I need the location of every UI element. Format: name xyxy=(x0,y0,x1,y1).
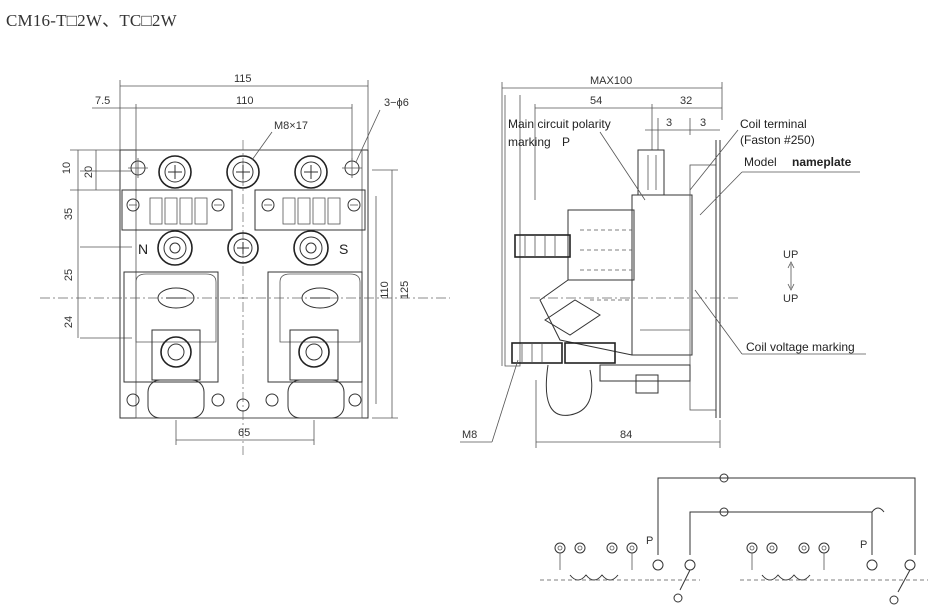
small-screw xyxy=(126,393,140,407)
dim-v1: 10 xyxy=(61,162,73,174)
up-top: UP xyxy=(783,249,798,261)
dim-right-outer: 125 xyxy=(399,281,411,299)
small-screw xyxy=(211,198,225,212)
polarity-n-label: N xyxy=(138,241,148,257)
dim-v2: 20 xyxy=(83,166,95,178)
up-bottom: UP xyxy=(783,293,798,305)
small-screw xyxy=(348,393,362,407)
dim-32: 32 xyxy=(680,95,692,107)
coil-housing xyxy=(567,209,635,281)
dim-max: MAX100 xyxy=(590,75,632,87)
terminal-screw xyxy=(158,155,192,189)
dim-holes: 3−ϕ6 xyxy=(384,97,409,109)
side-view: MAX100 54 32 3 3 xyxy=(460,75,866,448)
coil-terminal-label: Coil terminal xyxy=(740,117,807,131)
side-stud-upper xyxy=(514,234,571,258)
small-screw xyxy=(265,393,279,407)
dim-3a: 3 xyxy=(666,117,672,129)
terminal-group-right xyxy=(740,542,928,605)
dim-3b: 3 xyxy=(700,117,706,129)
page-title: CM16-T□2W、TC□2W xyxy=(6,11,177,30)
nameplate-label: nameplate xyxy=(792,155,852,169)
contact-key xyxy=(157,287,195,309)
coil-terminal xyxy=(637,149,665,196)
dim-overall-width: 115 xyxy=(234,73,252,85)
faston-label: (Faston #250) xyxy=(740,133,815,147)
dim-thread: M8×17 xyxy=(274,120,308,132)
dim-v5: 24 xyxy=(63,316,75,328)
lower-stud xyxy=(151,329,201,381)
contactor-body xyxy=(631,194,693,356)
terminal-cover-right xyxy=(287,379,345,419)
wiring-schematic: P P xyxy=(540,473,928,605)
main-polarity-label-2: marking xyxy=(508,135,551,149)
front-view: N S 115 110 7.5 3− xyxy=(40,73,450,455)
dim-mount-width: 110 xyxy=(236,95,254,107)
dim-84: 84 xyxy=(620,429,632,441)
small-screw xyxy=(211,393,225,407)
bus-loop xyxy=(545,364,593,416)
contact-housing-right xyxy=(267,271,363,383)
thread-m8: M8 xyxy=(462,429,477,441)
terminal-group-left xyxy=(540,542,700,603)
mounting-hole xyxy=(128,158,148,178)
small-screw xyxy=(126,198,140,212)
small-screw xyxy=(347,198,361,212)
terminal-cover-left xyxy=(147,379,205,419)
small-screw xyxy=(261,198,275,212)
terminal-screw xyxy=(294,155,328,189)
side-stud-lower xyxy=(511,342,616,364)
main-polarity-label-1: Main circuit polarity xyxy=(508,117,611,131)
mounting-hole xyxy=(236,398,250,412)
dim-54: 54 xyxy=(590,95,602,107)
dim-right-inner: 110 xyxy=(379,281,391,299)
dim-bottom: 65 xyxy=(238,427,250,439)
dim-offset: 7.5 xyxy=(95,95,110,107)
mounting-hole xyxy=(342,158,362,178)
contact-key xyxy=(301,287,339,309)
mounting-bracket xyxy=(689,164,717,411)
coil-block-left xyxy=(121,189,233,231)
model-label: Model xyxy=(744,155,777,169)
stud-n xyxy=(157,230,193,266)
stud-center xyxy=(227,232,259,264)
main-polarity-p: P xyxy=(562,135,570,149)
lower-stud xyxy=(289,329,339,381)
terminal-screw xyxy=(226,155,260,189)
stud-s xyxy=(293,230,329,266)
polarity-s-label: S xyxy=(339,241,348,257)
dim-v3: 35 xyxy=(63,208,75,220)
contact-housing-left xyxy=(123,271,219,383)
coil-block-right xyxy=(254,189,366,231)
coil-voltage-label: Coil voltage marking xyxy=(746,340,855,354)
schematic-p-left: P xyxy=(646,535,653,547)
schematic-p-right: P xyxy=(860,539,867,551)
dim-v4: 25 xyxy=(63,269,75,281)
